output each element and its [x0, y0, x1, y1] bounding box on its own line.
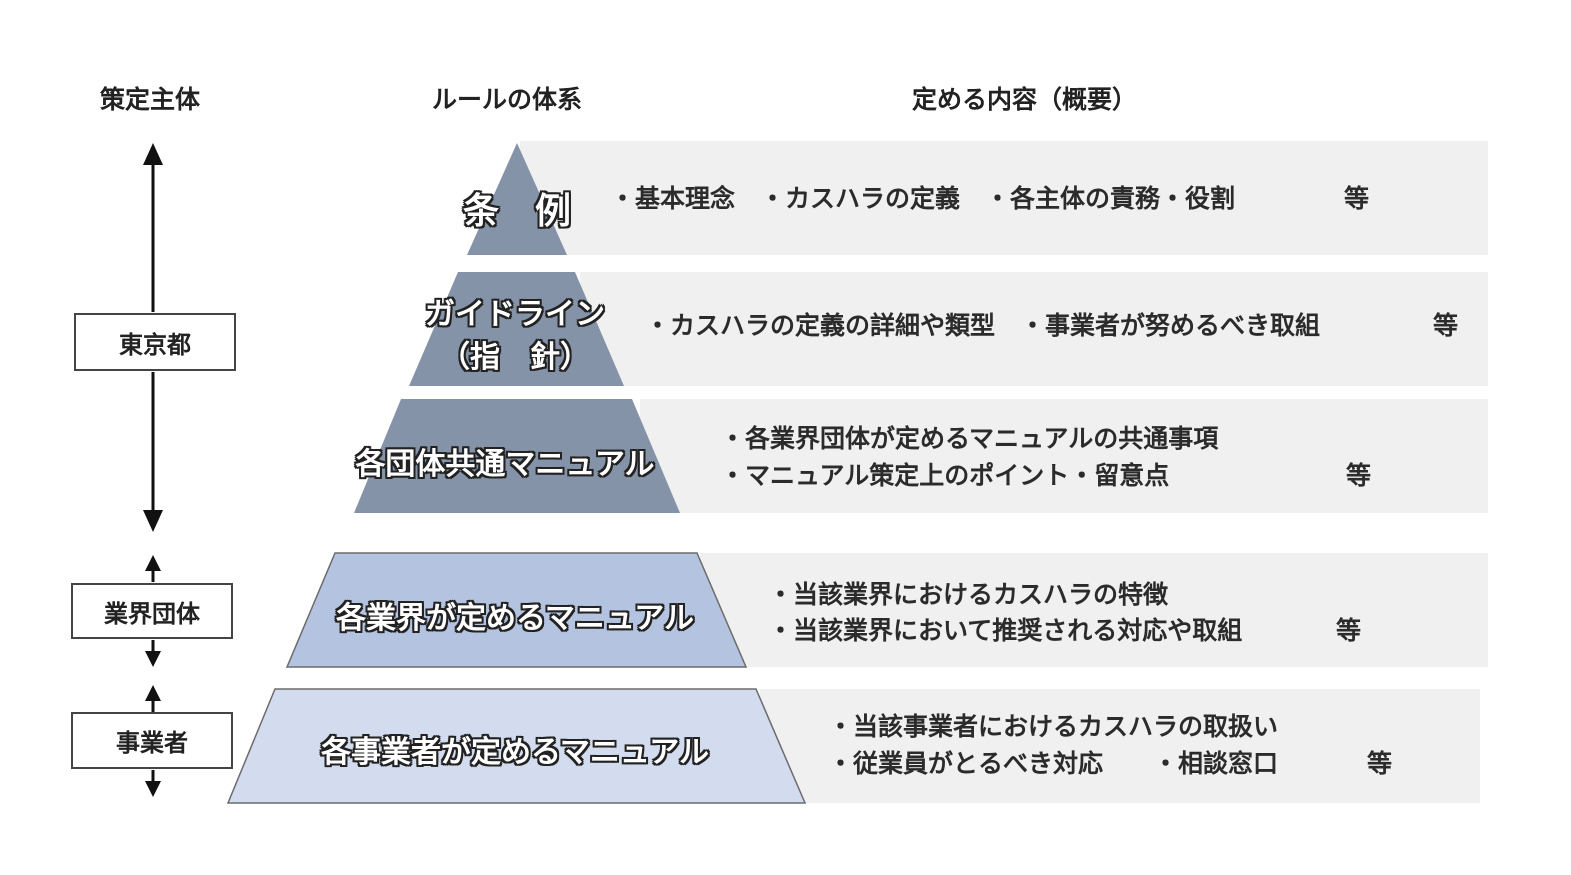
business-arrowhead-down	[145, 781, 161, 797]
header-contents: 定める内容（概要）	[912, 85, 1138, 114]
tier-shape-5	[226, 688, 807, 804]
tier-content-5-line2: ・従業員がとるべき対応 ・相談窓口	[828, 749, 1279, 778]
tier-label-1: 条 例	[462, 191, 571, 232]
tier-band-3	[640, 399, 1488, 513]
tier-label-5: 各事業者が定めるマニュアル	[321, 735, 709, 770]
tier-shape-2	[409, 272, 624, 386]
tier-suffix-5: 等	[1367, 749, 1393, 778]
tier-suffix-4: 等	[1336, 616, 1362, 645]
tier-band-2	[580, 272, 1488, 386]
tier-suffix-3: 等	[1346, 461, 1372, 490]
tier-label-3: 各団体共通マニュアル	[355, 447, 655, 482]
tier-shape-4	[285, 552, 748, 668]
tier-content-1-line1: ・基本理念 ・カスハラの定義 ・各主体の責務・役割	[610, 184, 1236, 213]
tokyo-arrowhead-up	[143, 143, 163, 165]
tier-suffix-2: 等	[1433, 311, 1459, 340]
tier-band-4	[700, 553, 1488, 667]
tier-content-2-line1: ・カスハラの定義の詳細や類型 ・事業者が努めるべき取組	[645, 311, 1321, 340]
tier-band-5	[760, 689, 1480, 803]
tier-label-2-line2: （指 針）	[440, 340, 590, 375]
industry-arrowhead-down	[145, 651, 161, 667]
actor-box-industry: 業界団体	[71, 583, 233, 639]
tier-band-1	[520, 141, 1488, 255]
tier-shape-1	[467, 143, 567, 255]
tier-suffix-1: 等	[1344, 184, 1370, 213]
tier-content-4-line1: ・当該業界におけるカスハラの特徴	[768, 580, 1169, 609]
header-actor: 策定主体	[100, 85, 201, 114]
tier-content-4-line2: ・当該業界において推奨される対応や取組	[768, 616, 1243, 645]
actor-box-business: 事業者	[71, 712, 233, 769]
tier-content-3-line2: ・マニュアル策定上のポイント・留意点	[720, 461, 1170, 490]
tier-content-3-line1: ・各業界団体が定めるマニュアルの共通事項	[720, 424, 1219, 453]
header-rules: ルールの体系	[432, 85, 583, 114]
industry-arrowhead-up	[145, 555, 161, 571]
actor-box-tokyo: 東京都	[74, 313, 236, 371]
business-arrowhead-up	[145, 685, 161, 701]
tokyo-arrowhead-down	[143, 510, 163, 532]
tier-shape-3	[354, 399, 680, 513]
tier-label-4: 各業界が定めるマニュアル	[336, 601, 694, 636]
tier-label-2: ガイドライン	[425, 297, 605, 332]
tier-content-5-line1: ・当該事業者におけるカスハラの取扱い	[828, 712, 1279, 741]
